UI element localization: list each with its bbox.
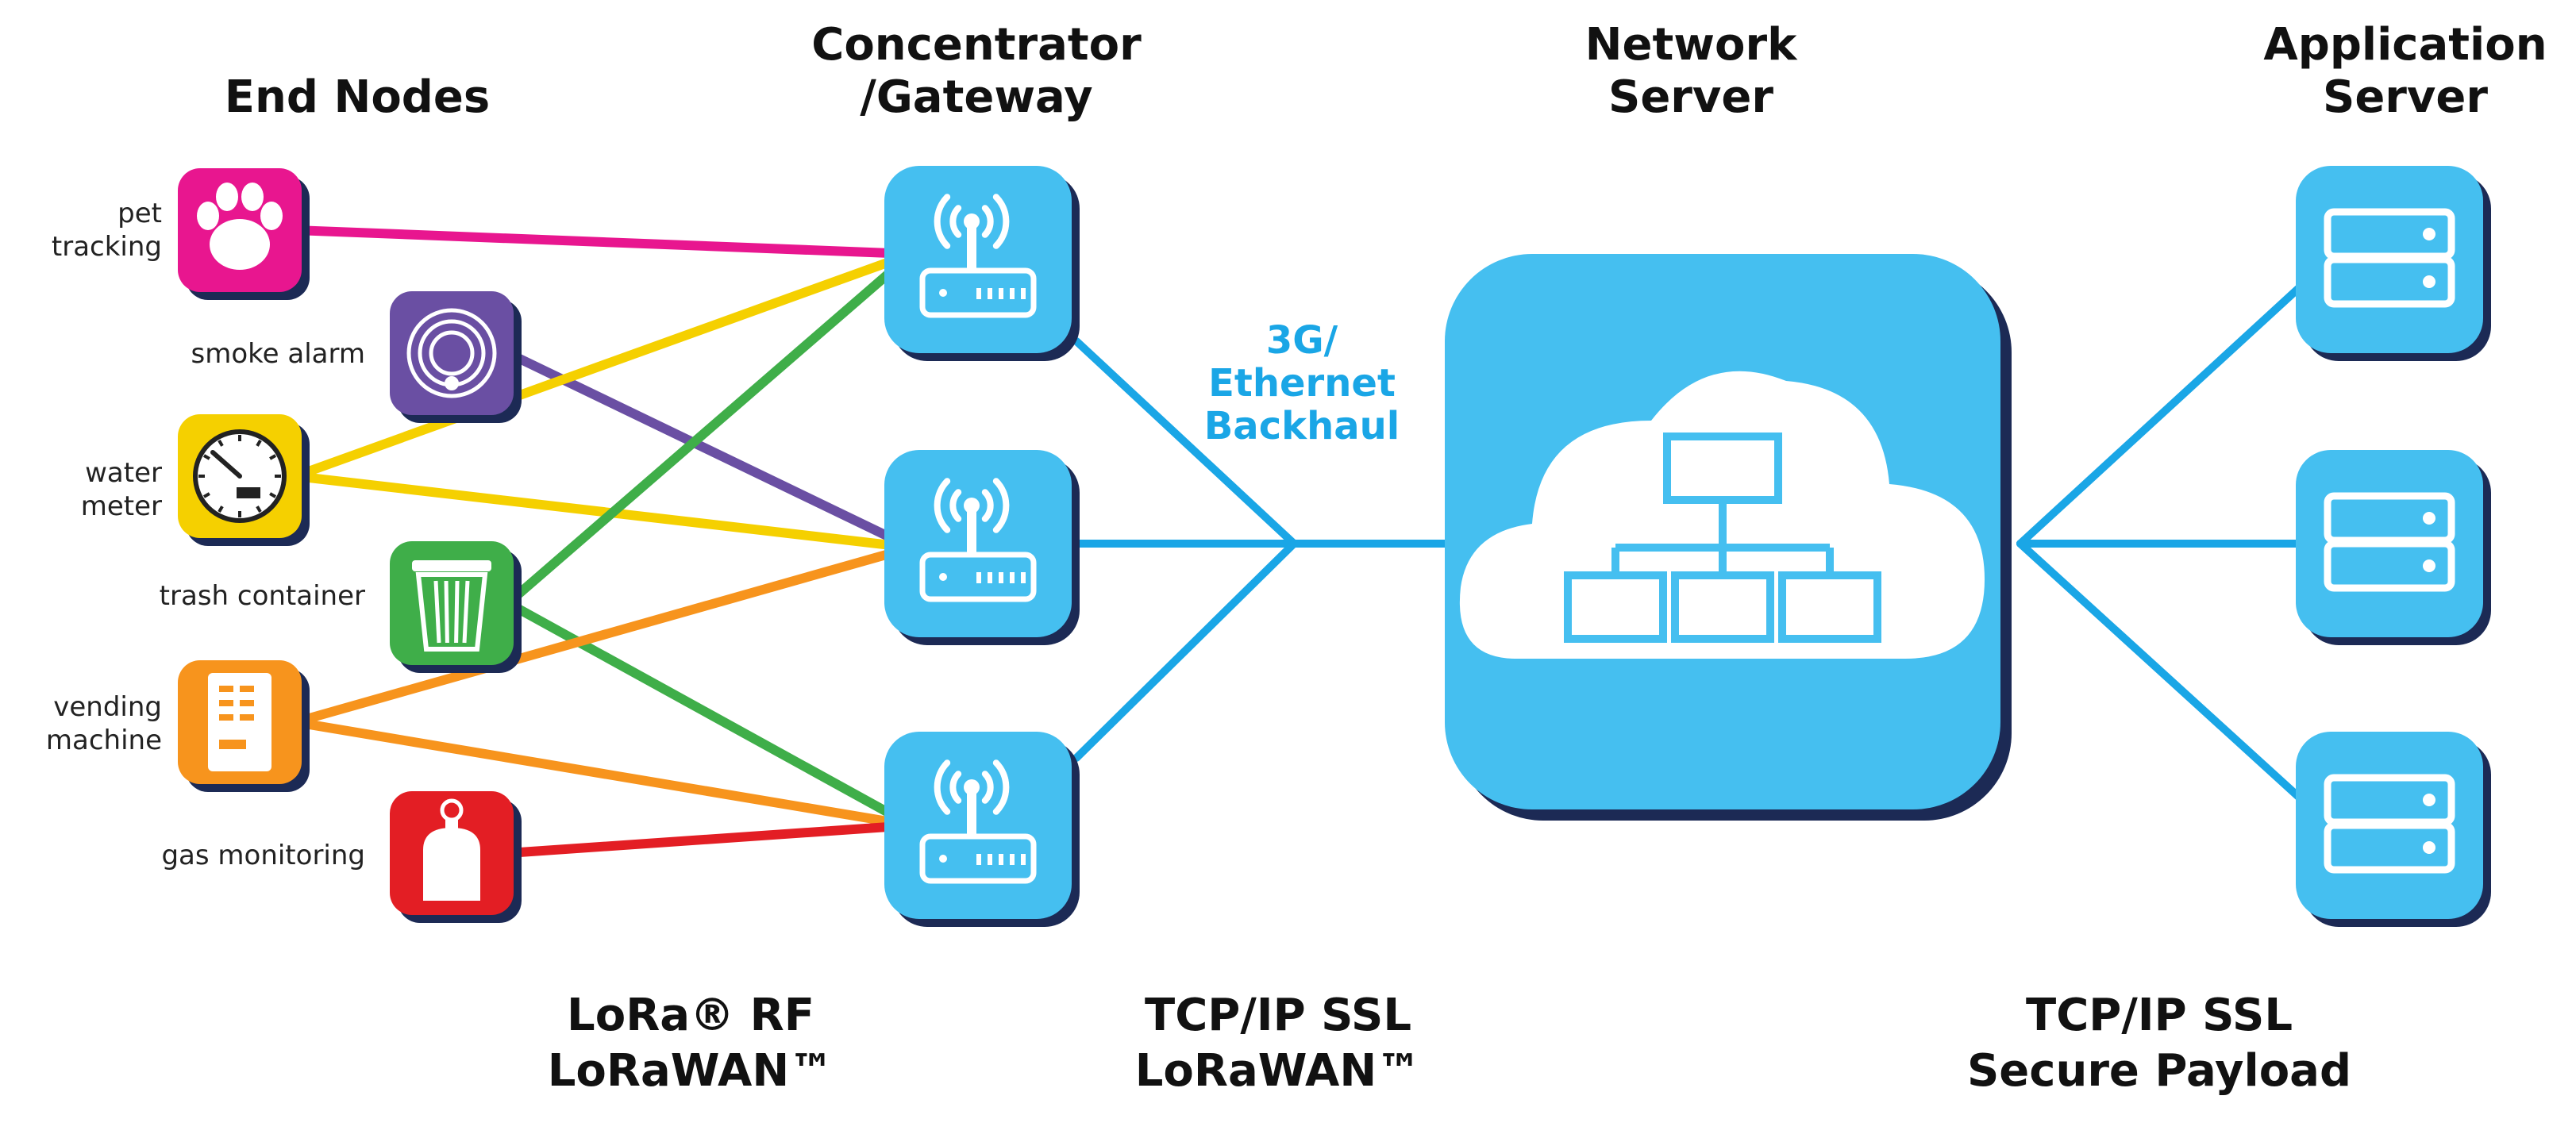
application-server-3 [2296, 732, 2491, 927]
rf-link-3 [291, 471, 916, 552]
heading-network-server: Network Server [1584, 19, 1797, 123]
end-node-trash-container [390, 541, 522, 673]
end-node-gas-monitoring [390, 791, 522, 923]
backhaul-label: 3G/ Ethernet Backhaul [1203, 318, 1400, 448]
heading-gateway: Concentrator /Gateway [811, 19, 1142, 123]
antenna-router-icon [919, 478, 1037, 602]
app-link-2 [2016, 540, 2334, 829]
rf-link-2 [291, 249, 916, 481]
heading-end-nodes: End Nodes [224, 71, 491, 123]
antenna-router-icon [919, 194, 1037, 318]
rf-link-1 [503, 348, 916, 552]
gateway-2 [884, 450, 1080, 645]
node-label-gas-monitoring: gas monitoring [161, 840, 365, 871]
application-server-1 [2296, 166, 2491, 361]
rf-links [291, 225, 916, 858]
trash-icon [412, 560, 491, 652]
app-link-0 [2016, 256, 2334, 548]
gas-cylinder-icon [423, 798, 480, 901]
backhaul-links [1072, 337, 1457, 762]
node-label-smoke-alarm: smoke alarm [191, 338, 365, 370]
protocol-label-backhaul: TCP/IP SSL LoRaWAN™ [1134, 990, 1422, 1097]
smoke-alarm-icon [406, 308, 497, 398]
protocol-label-app: TCP/IP SSL Secure Payload [1966, 990, 2352, 1097]
rf-link-8 [503, 821, 916, 858]
cloud-network-icon [1459, 371, 1985, 659]
vending-machine-icon [208, 673, 271, 771]
paw-icon [197, 183, 283, 270]
rf-link-7 [291, 717, 916, 830]
antenna-router-icon [919, 759, 1037, 884]
gateway-3 [884, 732, 1080, 927]
rf-link-6 [291, 543, 916, 727]
application-server-2 [2296, 450, 2491, 645]
heading-application-server: Application Server [2263, 19, 2547, 123]
gateway-1 [884, 166, 1080, 361]
end-node-water-meter [178, 414, 310, 546]
server-icon [2324, 774, 2455, 874]
server-icon [2324, 492, 2455, 592]
server-icon [2324, 208, 2455, 308]
rf-link-4 [503, 249, 916, 608]
end-node-vending-machine [178, 660, 310, 792]
node-label-trash-container: trash container [159, 580, 365, 612]
end-node-pet-tracking [178, 168, 310, 300]
rf-link-0 [291, 225, 916, 259]
protocol-label-rf: LoRa® RF LoRaWAN™ [547, 990, 834, 1097]
backhaul-link-2 [1072, 540, 1298, 762]
meter-icon [193, 429, 287, 523]
end-node-smoke-alarm [390, 291, 522, 423]
network-server [1445, 254, 2012, 821]
app-links [2016, 256, 2334, 829]
backhaul-link-0 [1072, 337, 1298, 548]
